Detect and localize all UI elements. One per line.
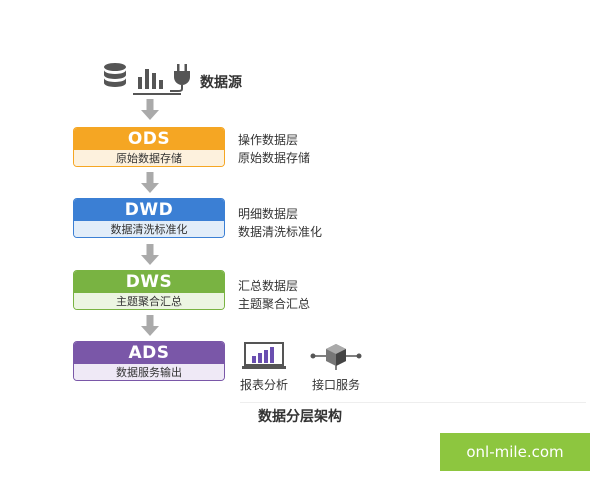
layer-name: ADS — [74, 342, 224, 364]
layer-subtitle: 数据清洗标准化 — [74, 221, 224, 237]
layer-ads: ADS 数据服务输出 — [73, 341, 225, 381]
arrow-down-icon — [141, 315, 159, 336]
layer-subtitle: 数据服务输出 — [74, 364, 224, 380]
layer-subtitle: 原始数据存储 — [74, 150, 224, 166]
layer-description-ods: 操作数据层 原始数据存储 — [238, 131, 310, 167]
layer-desc-detail: 原始数据存储 — [238, 151, 311, 165]
plug-icon — [168, 62, 194, 96]
tool-label: 报表分析 — [239, 378, 288, 392]
layer-description-dwd: 明细数据层 数据清洗标准化 — [238, 205, 322, 241]
layer-description-dws: 汇总数据层 主题聚合汇总 — [238, 277, 310, 313]
layer-desc-title: 汇总数据层 — [238, 279, 299, 293]
layer-desc-title: 明细数据层 — [238, 207, 299, 221]
layer-dws: DWS 主题聚合汇总 — [73, 270, 225, 310]
layer-desc-title: 操作数据层 — [238, 133, 299, 147]
arrow-down-icon — [141, 172, 159, 193]
database-icon — [102, 62, 128, 96]
layer-subtitle: 主题聚合汇总 — [74, 293, 224, 309]
diagram-title: 数据分层架构 — [258, 409, 342, 425]
layer-name: ODS — [74, 128, 224, 150]
arrow-down-icon — [141, 99, 159, 120]
tool-report-analysis: 报表分析 — [236, 341, 292, 393]
bar-chart-icon — [136, 63, 164, 95]
layer-desc-detail: 数据清洗标准化 — [238, 225, 323, 239]
layer-ods: ODS 原始数据存储 — [73, 127, 225, 167]
layer-name: DWS — [74, 271, 224, 293]
watermark-badge: onl-mile.com — [440, 433, 590, 471]
divider — [240, 402, 586, 403]
report-chart-icon — [242, 342, 286, 374]
layer-desc-detail: 主题聚合汇总 — [238, 297, 311, 311]
api-cube-icon — [310, 344, 362, 374]
tool-api-service: 接口服务 — [308, 341, 364, 393]
source-connector — [133, 93, 181, 95]
layer-dwd: DWD 数据清洗标准化 — [73, 198, 225, 238]
data-source-icons — [102, 62, 194, 96]
arrow-down-icon — [141, 244, 159, 265]
data-source-label: 数据源 — [200, 75, 242, 91]
tool-label: 接口服务 — [311, 378, 360, 392]
layer-name: DWD — [74, 199, 224, 221]
